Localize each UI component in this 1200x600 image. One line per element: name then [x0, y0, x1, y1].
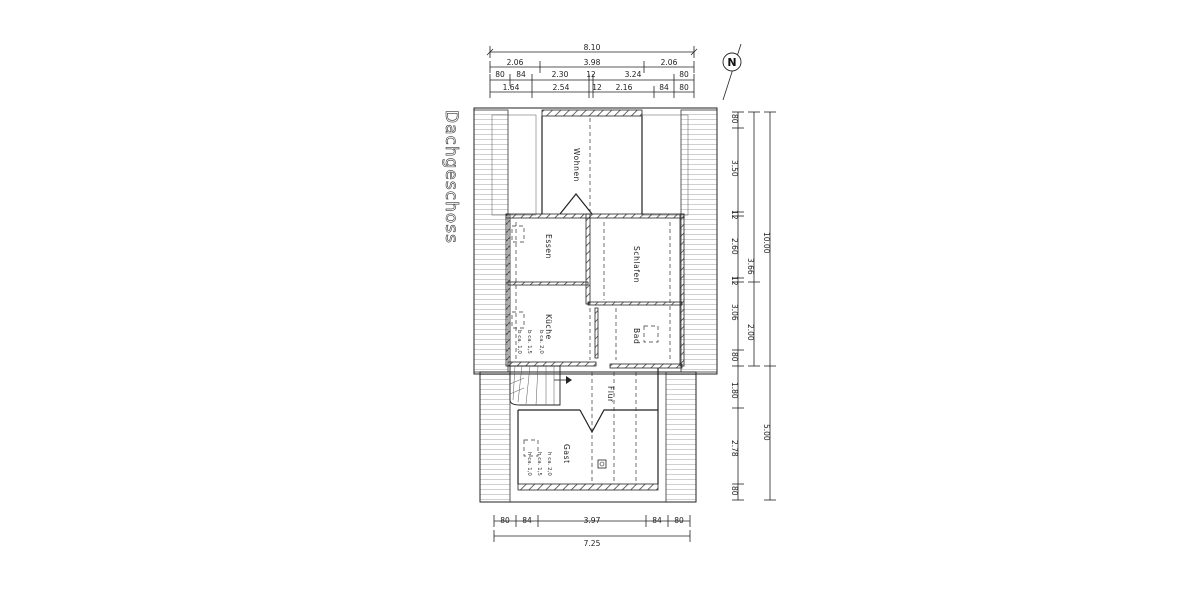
- dim-bottom-total: 7.25: [584, 539, 601, 548]
- plan-title: Dachgeschoss: [441, 110, 461, 244]
- dim-top-r3-a: 80: [495, 70, 505, 79]
- room-label-flur: Flur: [606, 386, 615, 403]
- top-dimension-chains: 8.10 2.06 3.98 2.06 80 84 2.30 12 3.24 8…: [486, 43, 698, 98]
- room-label-schlafen: Schlafen: [632, 246, 641, 283]
- gast-note-3: h ca. 1,0: [526, 452, 532, 476]
- dim-top-r2-b: 3.98: [584, 58, 601, 67]
- dim-right-mid-2: 2.00: [746, 324, 755, 341]
- dim-top-r4-d: 2.16: [616, 83, 633, 92]
- dim-right-inner-6: 3.06: [730, 304, 739, 321]
- right-dimension-chains: 80 3.50 12 2.60 12 3.06 80 1.80 2.78 80 …: [730, 111, 776, 501]
- dim-top-r3-d: 12: [586, 70, 596, 79]
- north-label: N: [727, 56, 736, 69]
- dim-top-total: 8.10: [584, 43, 601, 52]
- dim-right-mid-1: 3.66: [746, 258, 755, 275]
- dim-right-inner-2: 3.50: [730, 160, 739, 177]
- room-label-bad: Bad: [632, 328, 641, 344]
- room-label-essen: Essen: [544, 234, 553, 259]
- dim-top-r3-c: 2.30: [552, 70, 569, 79]
- dim-bottom-d: 84: [652, 516, 662, 525]
- room-label-kueche: Küche: [544, 314, 553, 340]
- dim-top-r4-a: 1.64: [503, 83, 520, 92]
- dim-right-inner-3: 12: [730, 210, 739, 220]
- gast-note-1: h ca. 2,0: [546, 452, 552, 476]
- dim-top-r4-b: 2.54: [553, 83, 570, 92]
- room-label-gast: Gast: [562, 444, 571, 464]
- height-notes: b ca. 2,0 b ca. 1,5 b ca. 1,0 h ca. 2,0 …: [516, 330, 552, 476]
- dim-right-outer-1: 10.00: [762, 232, 771, 254]
- dim-top-r3-e: 3.24: [625, 70, 642, 79]
- dim-top-r3-b: 84: [516, 70, 526, 79]
- lower-area: [517, 368, 659, 484]
- dim-top-r4-f: 80: [679, 83, 689, 92]
- dim-top-r4-e: 84: [659, 83, 669, 92]
- dim-top-r3-f: 80: [679, 70, 689, 79]
- dim-right-inner-5: 12: [730, 276, 739, 286]
- dim-right-outer-2: 5.00: [762, 424, 771, 441]
- staircase: [509, 365, 572, 406]
- dim-top-r4-c: 12: [592, 83, 602, 92]
- dim-bottom-c: 3.97: [584, 516, 601, 525]
- dim-right-inner-10: 80: [730, 486, 739, 496]
- dim-right-inner-9: 2.78: [730, 440, 739, 457]
- bottom-dimension-chains: 80 84 3.97 84 80 7.25: [493, 515, 691, 548]
- gast-note-2: h ca. 1,5: [536, 452, 542, 476]
- kueche-note-2: b ca. 1,5: [526, 330, 532, 354]
- room-labels: Wohnen Essen Schlafen Küche Bad Flur Gas…: [544, 148, 641, 464]
- dim-top-r2-c: 2.06: [661, 58, 678, 67]
- dim-right-inner-7: 80: [730, 352, 739, 362]
- kueche-note-1: b ca. 2,0: [538, 330, 544, 354]
- dim-right-inner-4: 2.60: [730, 238, 739, 255]
- kueche-note-3: b ca. 1,0: [516, 330, 522, 354]
- wohnen-area: [541, 116, 643, 215]
- north-arrow-icon: N: [722, 43, 742, 101]
- dim-bottom-a: 80: [500, 516, 510, 525]
- room-label-wohnen: Wohnen: [572, 148, 581, 182]
- dim-bottom-e: 80: [674, 516, 684, 525]
- building-outline: [473, 107, 718, 503]
- dim-right-inner-8: 1.80: [730, 382, 739, 399]
- dim-bottom-b: 84: [522, 516, 532, 525]
- dim-top-r2-a: 2.06: [507, 58, 524, 67]
- dim-right-inner-1: 80: [730, 114, 739, 124]
- ceiling-height-lines: [511, 222, 671, 457]
